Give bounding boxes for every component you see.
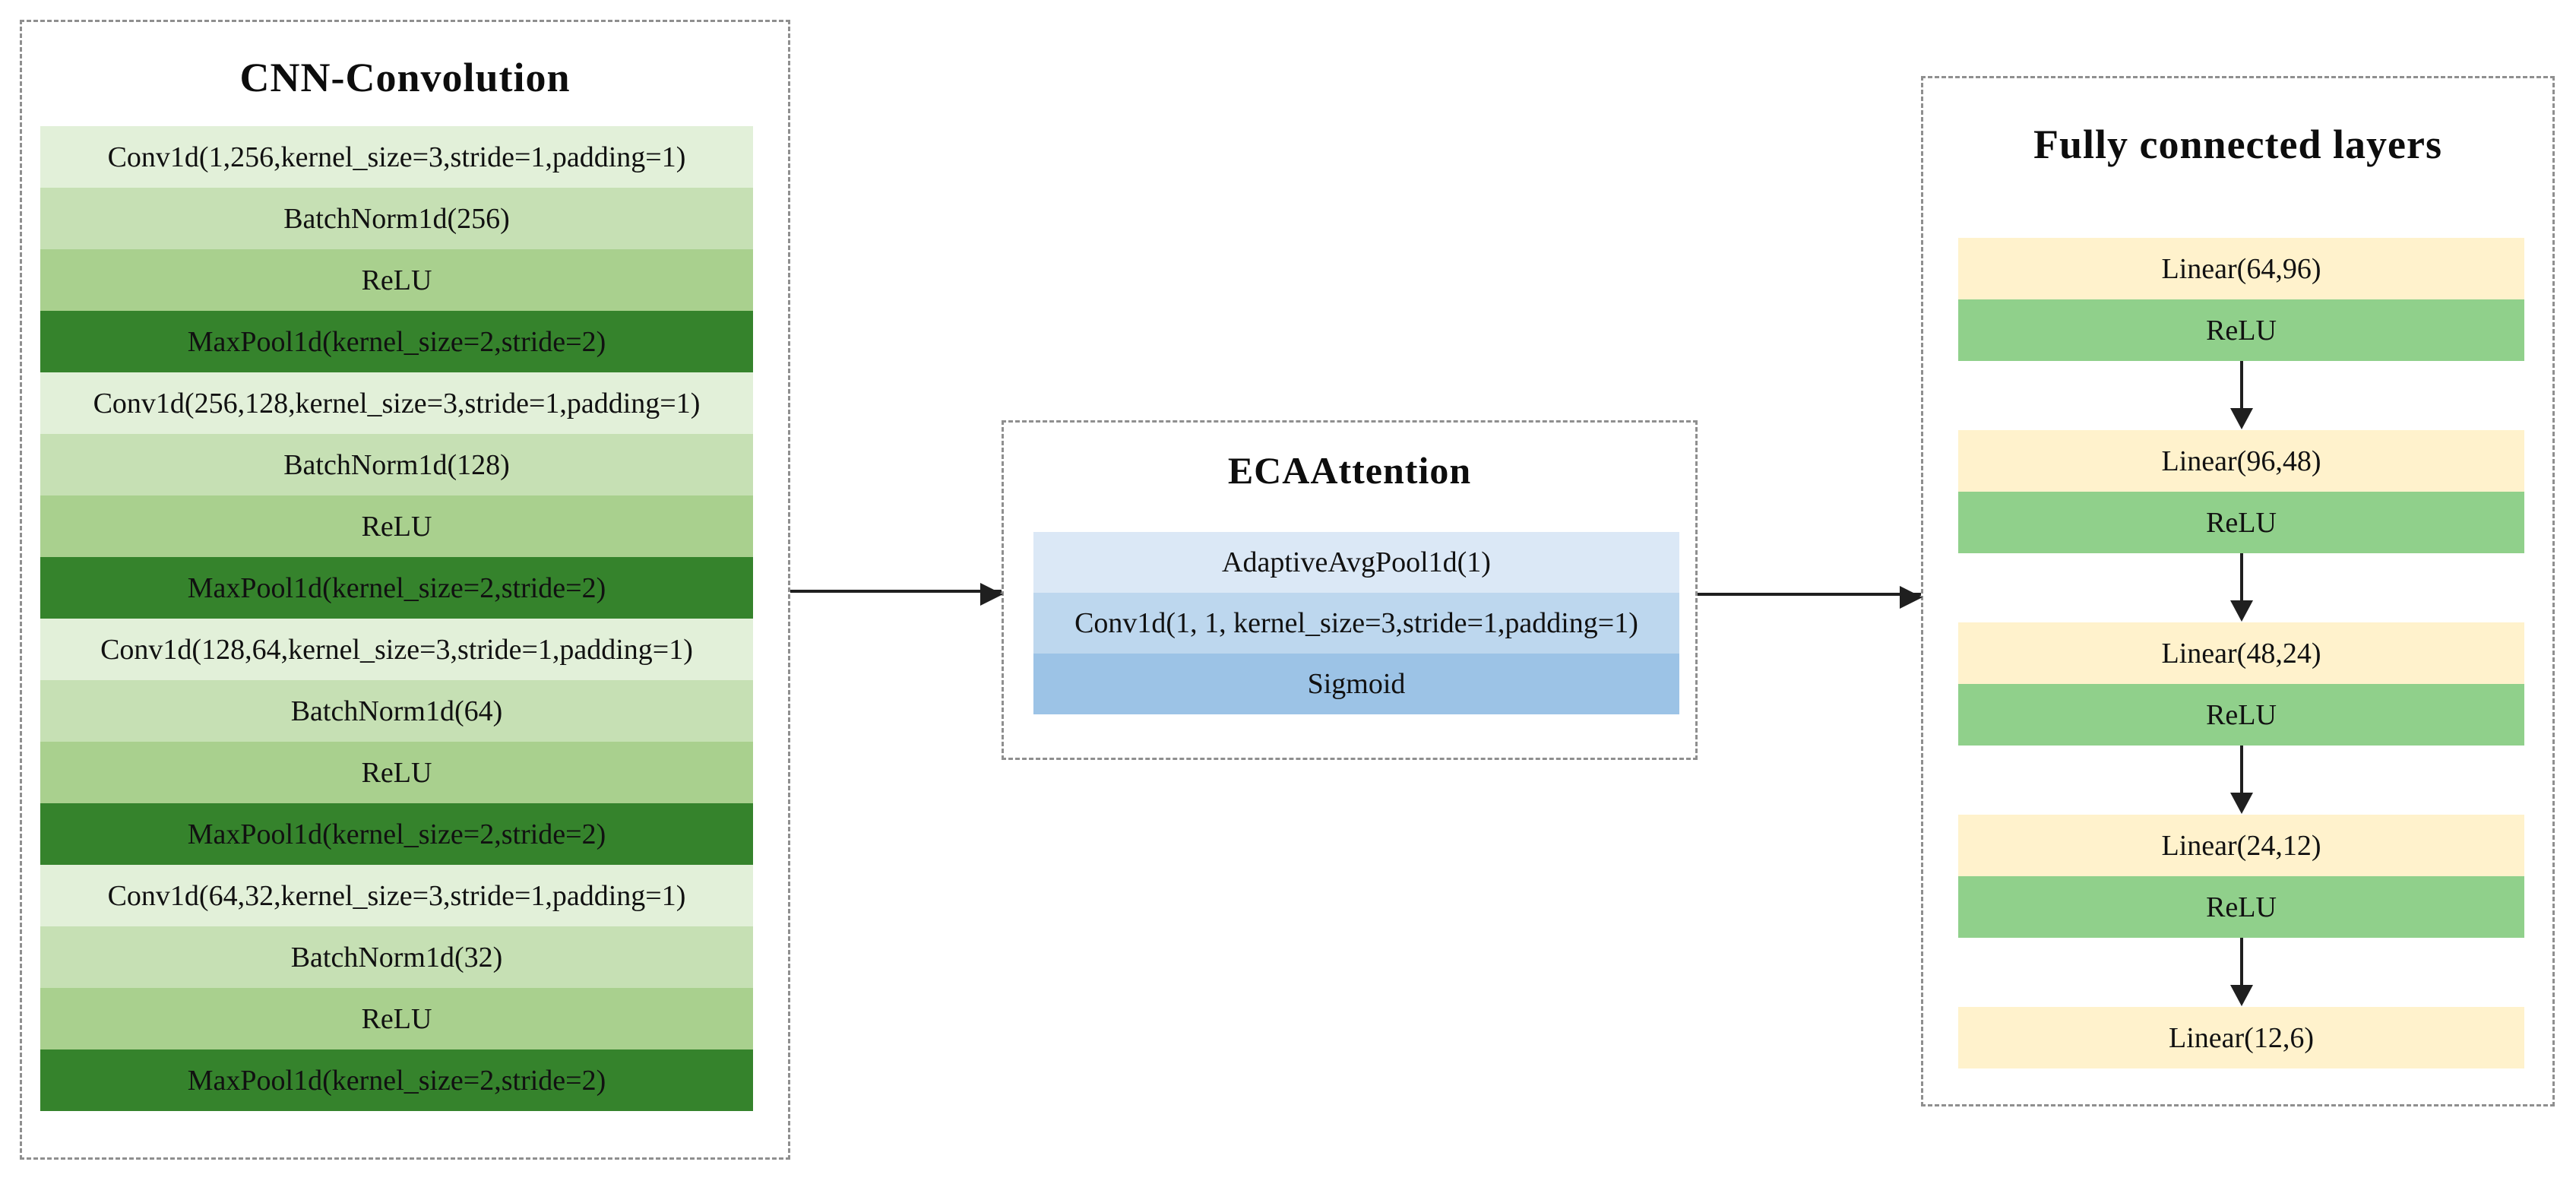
layer-row-blue2: Conv1d(1, 1, kernel_size=3,stride=1,padd… [1033, 593, 1679, 654]
layer-row-relu: ReLU [40, 249, 753, 311]
layer-row-relu: ReLU [40, 742, 753, 803]
layer-row-fcrelu: ReLU [1958, 684, 2524, 746]
layer-row-linear: Linear(96,48) [1958, 430, 2524, 492]
layer-row-linear: Linear(24,12) [1958, 815, 2524, 876]
layer-row-fcrelu: ReLU [1958, 492, 2524, 553]
arrowhead-down-icon [2229, 793, 2253, 814]
down-arrow [1958, 361, 2524, 430]
layer-row-bn: BatchNorm1d(64) [40, 680, 753, 742]
arrowhead-right-icon [980, 583, 1003, 606]
arrowhead-down-icon [2229, 985, 2253, 1006]
fc-block-title: Fully connected layers [2033, 122, 2442, 167]
arrowhead-down-icon [2229, 600, 2253, 622]
arrowhead-down-icon [2229, 408, 2253, 429]
arrow-cnn-to-eca [790, 583, 1003, 606]
layer-row-conv: Conv1d(64,32,kernel_size=3,stride=1,padd… [40, 865, 753, 926]
down-arrow [1958, 746, 2524, 815]
layer-row-relu: ReLU [40, 988, 753, 1049]
layer-row-bn: BatchNorm1d(32) [40, 926, 753, 988]
layer-row-blue1: AdaptiveAvgPool1d(1) [1033, 532, 1679, 593]
layer-row-blue3: Sigmoid [1033, 654, 1679, 714]
down-arrow [1958, 938, 2524, 1007]
layer-row-bn: BatchNorm1d(128) [40, 434, 753, 495]
arrow-line [2239, 746, 2243, 794]
arrow-line [2239, 938, 2243, 986]
layer-row-conv: Conv1d(1,256,kernel_size=3,stride=1,padd… [40, 126, 753, 188]
arrowhead-right-icon [1900, 586, 1923, 609]
cnn-convolution-block: CNN-Convolution Conv1d(1,256,kernel_size… [20, 20, 790, 1160]
layer-row-maxpool: MaxPool1d(kernel_size=2,stride=2) [40, 803, 753, 865]
down-arrow [1958, 553, 2524, 622]
layer-row-bn: BatchNorm1d(256) [40, 188, 753, 249]
cnn-block-title: CNN-Convolution [239, 55, 571, 100]
arrow-line [2239, 553, 2243, 602]
layer-row-linear: Linear(12,6) [1958, 1007, 2524, 1068]
layer-row-linear: Linear(48,24) [1958, 622, 2524, 684]
layer-row-conv: Conv1d(256,128,kernel_size=3,stride=1,pa… [40, 372, 753, 434]
layer-row-conv: Conv1d(128,64,kernel_size=3,stride=1,pad… [40, 619, 753, 680]
layer-row-fcrelu: ReLU [1958, 876, 2524, 938]
layer-row-maxpool: MaxPool1d(kernel_size=2,stride=2) [40, 311, 753, 372]
eca-attention-block: ECAAttention AdaptiveAvgPool1d(1)Conv1d(… [1002, 420, 1698, 760]
arrow-eca-to-fc [1698, 586, 1923, 609]
layer-row-relu: ReLU [40, 495, 753, 557]
eca-layer-list: AdaptiveAvgPool1d(1)Conv1d(1, 1, kernel_… [1033, 532, 1679, 714]
eca-block-title: ECAAttention [1227, 449, 1472, 492]
layer-row-maxpool: MaxPool1d(kernel_size=2,stride=2) [40, 557, 753, 619]
layer-row-linear: Linear(64,96) [1958, 238, 2524, 299]
layer-row-maxpool: MaxPool1d(kernel_size=2,stride=2) [40, 1049, 753, 1111]
fully-connected-block: Fully connected layers Linear(64,96)ReLU… [1921, 76, 2555, 1106]
layer-row-fcrelu: ReLU [1958, 299, 2524, 361]
arrow-line [2239, 361, 2243, 410]
cnn-layer-list: Conv1d(1,256,kernel_size=3,stride=1,padd… [40, 126, 753, 1111]
